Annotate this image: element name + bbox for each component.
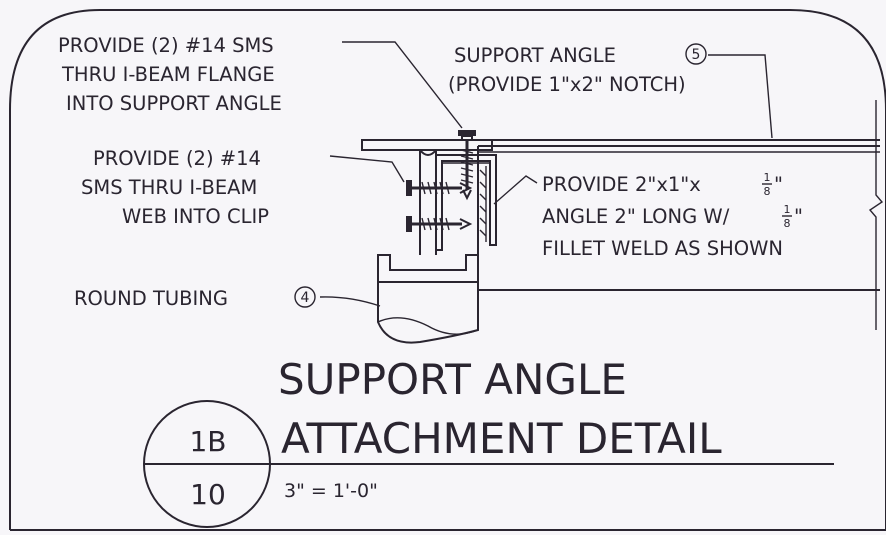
note-support-angle-line2: (PROVIDE 1"x2" NOTCH)	[448, 73, 686, 96]
note-support-angle: SUPPORT ANGLE 5 (PROVIDE 1"x2" NOTCH)	[448, 43, 707, 96]
flange-screw-icon	[458, 130, 476, 201]
round-tubing-break	[377, 317, 479, 335]
i-beam-web	[419, 149, 437, 255]
clip-angle	[436, 154, 497, 251]
note-clip-angle-line1: PROVIDE 2"x1"x	[542, 173, 701, 196]
note-clip-angle-line2-suffix: "	[794, 205, 803, 228]
note-web-sms-line2: SMS THRU I-BEAM	[81, 176, 257, 199]
note-web-sms-line1: PROVIDE (2) #14	[93, 147, 261, 170]
leader-lines	[319, 41, 773, 307]
svg-text:1: 1	[764, 171, 771, 184]
note-clip-angle-line3: FILLET WELD AS SHOWN	[542, 237, 783, 260]
drawing-scale: 3" = 1'-0"	[284, 480, 378, 502]
note-support-angle-line1: SUPPORT ANGLE	[454, 44, 616, 67]
svg-text:8: 8	[784, 217, 791, 230]
note-clip-angle-line1-suffix: "	[774, 173, 783, 196]
svg-text:1: 1	[784, 203, 791, 216]
web-screw-upper-icon	[406, 180, 473, 196]
round-tubing-tag: 4	[301, 290, 310, 306]
note-flange-sms: PROVIDE (2) #14 SMS THRU I-BEAM FLANGE I…	[58, 34, 282, 115]
note-clip-angle: PROVIDE 2"x1"x 1 8 " ANGLE 2" LONG W/ 1 …	[542, 171, 803, 260]
i-beam-bottom-flange	[377, 254, 479, 283]
note-web-sms: PROVIDE (2) #14 SMS THRU I-BEAM WEB INTO…	[81, 147, 269, 228]
title-block: SUPPORT ANGLE ATTACHMENT DETAIL 1B 10 3"…	[143, 355, 834, 528]
i-beam-top-flange	[361, 139, 493, 151]
web-screw-lower-icon	[406, 216, 473, 232]
note-web-sms-line3: WEB INTO CLIP	[122, 205, 269, 228]
note-round-tubing: ROUND TUBING 4	[74, 286, 316, 310]
note-flange-sms-line1: PROVIDE (2) #14 SMS	[58, 34, 274, 57]
title-line1: SUPPORT ANGLE	[278, 355, 627, 404]
svg-text:8: 8	[764, 185, 771, 198]
clip-angle-frac1: 1 8	[762, 171, 772, 198]
drawing-border	[9, 9, 886, 531]
support-angle-tag: 5	[692, 47, 701, 63]
clip-angle-frac2: 1 8	[782, 203, 792, 230]
support-angle-tag-circle	[685, 43, 707, 65]
note-flange-sms-line3: INTO SUPPORT ANGLE	[66, 92, 282, 115]
note-clip-angle-line2: ANGLE 2" LONG W/	[542, 205, 730, 228]
break-line	[868, 100, 884, 330]
sheet-number: 10	[190, 478, 226, 511]
detail-id: 1B	[189, 425, 226, 458]
structure-geometry	[361, 100, 884, 344]
title-line2: ATTACHMENT DETAIL	[281, 414, 722, 463]
note-round-tubing-label: ROUND TUBING	[74, 287, 228, 310]
note-flange-sms-line2: THRU I-BEAM FLANGE	[61, 63, 275, 86]
round-tubing-tag-circle	[294, 286, 316, 308]
